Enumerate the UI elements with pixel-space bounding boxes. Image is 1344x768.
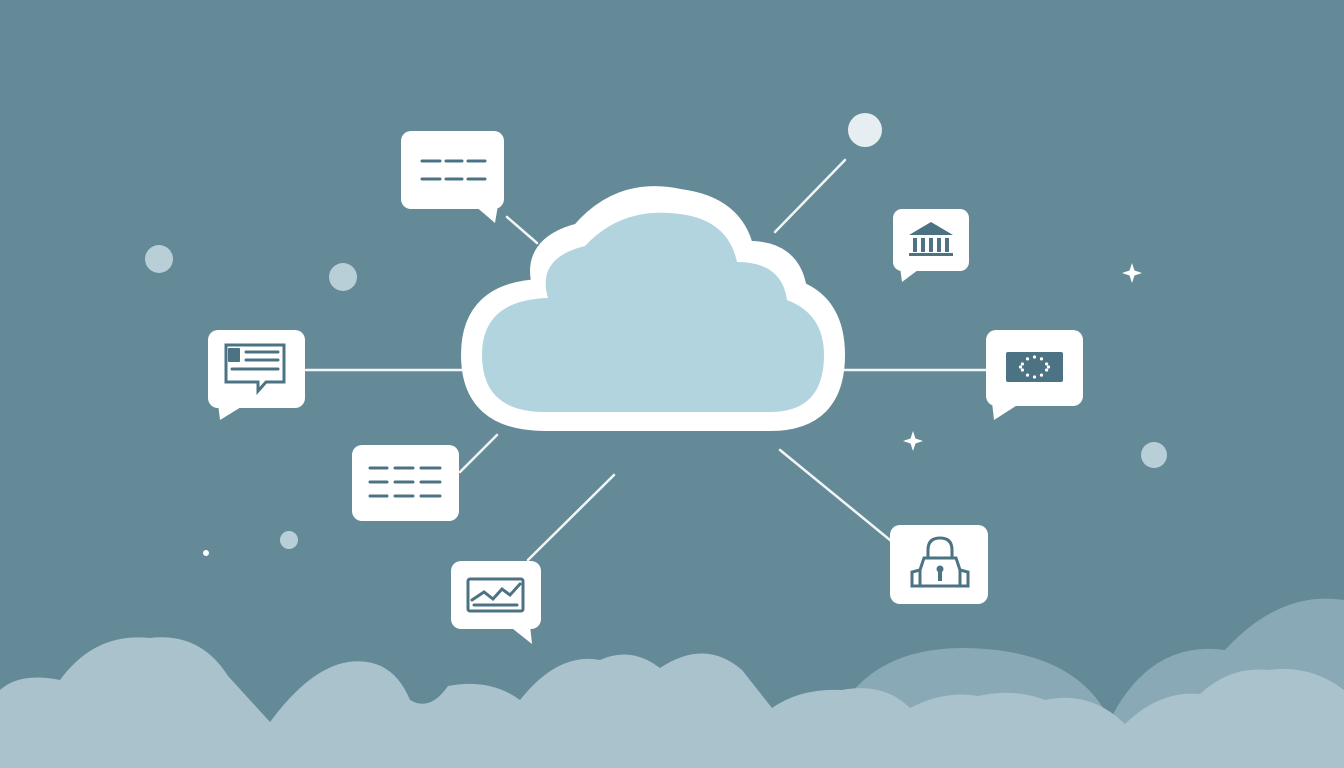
connector xyxy=(778,448,892,542)
connector xyxy=(505,215,539,245)
eu-card xyxy=(986,330,1083,420)
sparkle-icon xyxy=(1122,263,1142,283)
connector xyxy=(773,158,847,234)
eu-stars-icon xyxy=(1006,352,1063,382)
line-chart-icon xyxy=(466,577,525,613)
dot xyxy=(329,263,357,291)
dot xyxy=(848,113,882,147)
connector-lines xyxy=(304,158,988,562)
list-lines-icon xyxy=(368,466,442,498)
dot xyxy=(280,531,298,549)
list-card xyxy=(352,445,459,521)
message-lines-icon xyxy=(420,159,487,181)
lock-card xyxy=(890,525,988,604)
dot xyxy=(145,245,173,273)
decorative-dots xyxy=(145,113,1167,556)
chart-card xyxy=(451,561,541,644)
background-hills xyxy=(0,598,1344,768)
bank-icon xyxy=(909,222,953,256)
dot xyxy=(1141,442,1167,468)
sparkle-icon xyxy=(903,431,923,451)
dot xyxy=(203,550,209,556)
connector xyxy=(458,433,499,474)
central-cloud-icon xyxy=(461,186,845,431)
connector xyxy=(526,473,616,562)
hill-front xyxy=(0,637,1344,768)
padlock-icon xyxy=(910,536,970,588)
profile-card xyxy=(208,330,305,420)
profile-message-icon xyxy=(224,343,286,395)
message-card xyxy=(401,131,504,223)
bank-card xyxy=(893,209,969,282)
